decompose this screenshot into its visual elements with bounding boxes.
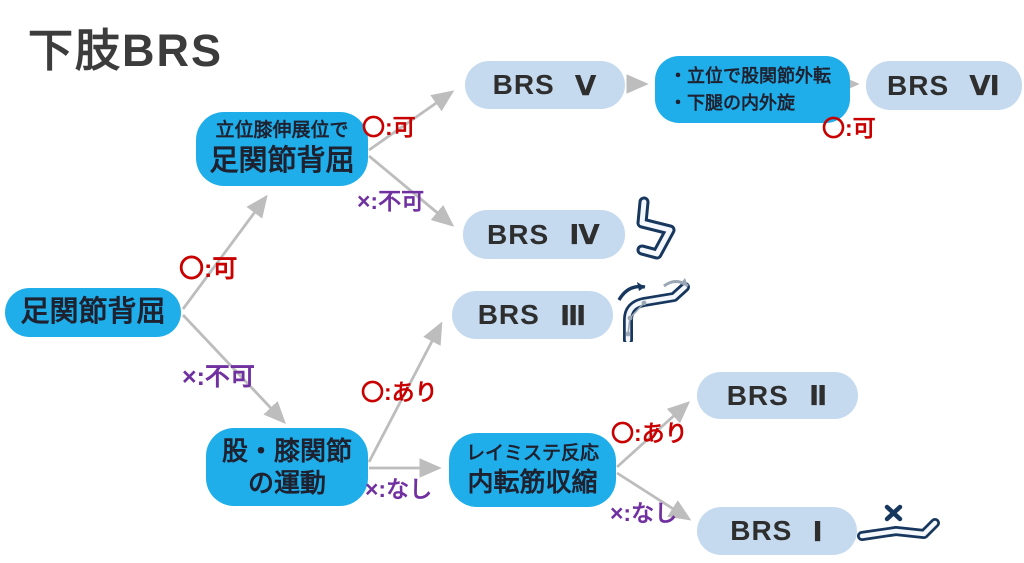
node-label-line1: 立位膝伸展位で: [215, 120, 349, 141]
stage-brs5: BRS Ⅴ: [465, 61, 625, 109]
stage-brs1: BRS Ⅰ: [697, 507, 857, 555]
node-label-line1: 股・膝関節: [221, 435, 352, 466]
node-hip-knee-movement: 股・膝関節 の運動: [206, 428, 368, 506]
edge-label-root-yes: 〇:可: [179, 255, 238, 283]
edge-standing-to-brs4: [368, 154, 455, 227]
edge-root-to-hipknee: [181, 314, 286, 425]
edge-label-hipknee-yes: 〇:あり: [361, 379, 438, 405]
stage-prefix: BRS: [492, 69, 555, 100]
node-label: 足関節背屈: [20, 296, 166, 329]
stage-prefix: BRS: [726, 379, 789, 411]
stage-numeral: Ⅰ: [812, 515, 824, 547]
edge-hipknee-to-brs3: [367, 321, 443, 463]
edge-label-standing-no: ×:不可: [357, 188, 425, 214]
page-title: 下肢BRS: [28, 25, 224, 76]
stage-brs4: BRS Ⅳ: [463, 210, 625, 259]
node-label-line2: 内転筋収縮: [467, 466, 598, 497]
edge-label-raimiste-yes: 〇:あり: [611, 420, 688, 446]
stage-numeral: Ⅲ: [559, 299, 588, 331]
stage-numeral: Ⅴ: [574, 69, 598, 101]
edge-raimiste-to-brs2: [616, 401, 691, 469]
stage-prefix: BRS: [730, 515, 793, 546]
knee-flexion-rotation-icon: [614, 278, 690, 345]
edge-label-hipknee-no: ×:なし: [365, 476, 433, 502]
criteria-line1: ・立位で股関節外転: [669, 66, 831, 87]
edge-label-root-no: ×:不可: [182, 363, 255, 391]
stage-numeral: Ⅵ: [969, 70, 1001, 101]
stage-numeral: Ⅱ: [808, 380, 829, 411]
node-ankle-dorsiflexion: 足関節背屈: [5, 288, 181, 337]
edge-root-to-standing: [181, 194, 268, 310]
node-raimiste-adductor-contraction: レイミステ反応 内転筋収縮: [449, 433, 616, 507]
stage-prefix: BRS: [477, 299, 540, 330]
stage-prefix: BRS: [887, 69, 950, 101]
node-standing-knee-extended-dorsiflexion: 立位膝伸展位で 足関節背屈: [196, 112, 368, 186]
node-label-line2: の運動: [247, 468, 326, 498]
lying-flaccid-leg-icon: [856, 500, 942, 552]
stage-prefix: BRS: [487, 218, 550, 250]
stage-numeral: Ⅳ: [569, 219, 601, 250]
node-label-line1: レイミステ反応: [465, 442, 599, 464]
edge-label-criteria-yes: 〇:可: [822, 115, 876, 141]
edge-standing-to-brs5: [368, 90, 455, 152]
stage-brs2: BRS Ⅱ: [697, 372, 858, 419]
sitting-bent-leg-icon: [626, 196, 690, 260]
edge-label-standing-yes: 〇:可: [362, 114, 416, 140]
stage-brs3: BRS Ⅲ: [452, 291, 613, 339]
criteria-line2: ・下腿の内外旋: [669, 92, 795, 113]
stage-brs6: BRS Ⅵ: [866, 61, 1022, 110]
node-brs6-criteria: ・立位で股関節外転 ・下腿の内外旋: [655, 56, 850, 123]
edge-label-raimiste-no: ×:なし: [610, 500, 678, 526]
edge-raimiste-to-brs1: [616, 471, 692, 521]
node-label-line2: 足関節背屈: [209, 144, 355, 177]
